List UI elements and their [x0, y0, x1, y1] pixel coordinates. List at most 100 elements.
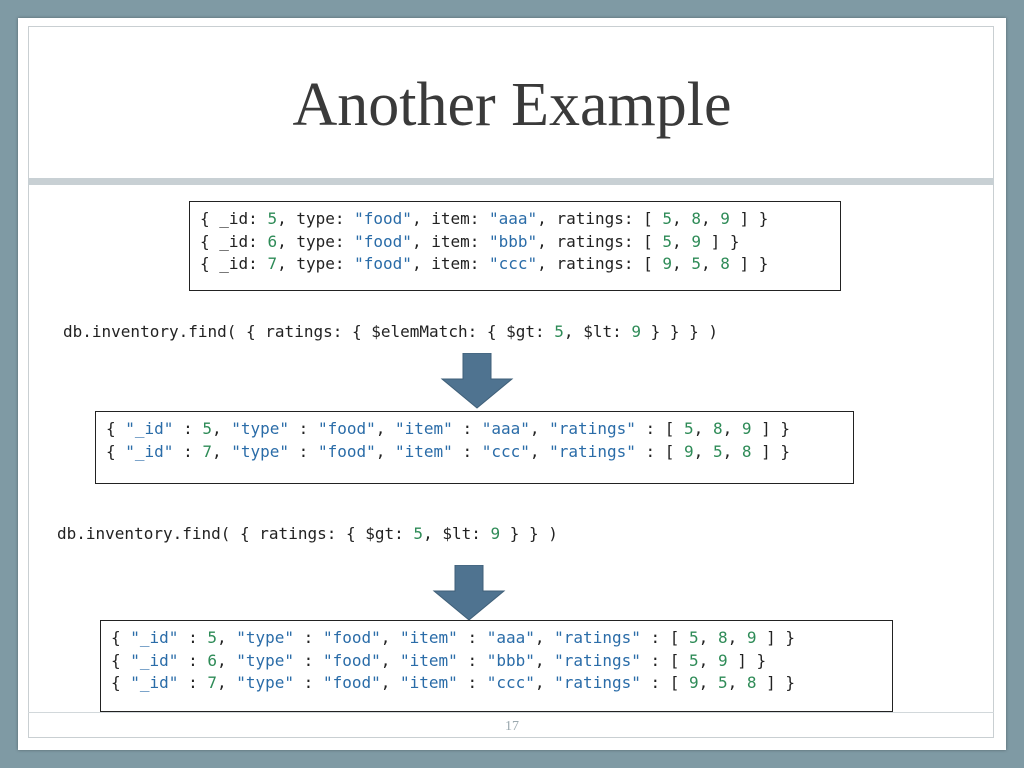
code-text: ] } — [756, 628, 796, 647]
code-text: , — [693, 441, 713, 461]
code-string: "food" — [354, 209, 412, 228]
code-string: "ratings" — [554, 628, 641, 647]
code-text: , — [380, 673, 401, 692]
code-line: { "_id" : 7, "type" : "food", "item" : "… — [111, 672, 882, 695]
code-text: : — [457, 673, 487, 692]
code-text: ] } — [729, 254, 769, 273]
code-text: : — [178, 650, 208, 670]
code-string: "type" — [231, 419, 290, 438]
code-text: } } } ) — [641, 322, 719, 341]
code-text: , — [672, 254, 692, 273]
code-box-documents: { _id: 5, type: "food", item: "aaa", rat… — [189, 201, 841, 291]
code-text: } } ) — [500, 524, 558, 543]
code-string: "item" — [400, 673, 458, 692]
code-number: 9 — [741, 419, 752, 438]
page-number: 17 — [505, 719, 519, 734]
code-text: , ratings: [ — [537, 231, 663, 251]
code-text: , — [380, 650, 401, 670]
code-number: 5 — [691, 254, 701, 273]
code-text: , ratings: [ — [537, 254, 663, 273]
code-text: , — [216, 650, 237, 670]
code-number: 5 — [662, 209, 673, 228]
code-string: "bbb" — [486, 650, 535, 670]
code-string: "item" — [400, 650, 458, 670]
code-text: { — [111, 650, 131, 670]
code-text: , $lt: — [563, 322, 632, 341]
code-number: 5 — [207, 628, 217, 647]
code-string: "item" — [395, 441, 453, 461]
code-text: : [ — [640, 673, 690, 692]
code-number: 6 — [207, 650, 217, 670]
arrow-down-icon — [432, 565, 506, 621]
code-text: , — [529, 419, 550, 438]
code-number: 9 — [490, 524, 501, 543]
code-text: : [ — [635, 441, 685, 461]
code-text: , — [216, 673, 237, 692]
code-number: 8 — [720, 254, 730, 273]
code-text: , — [700, 254, 721, 273]
code-string: "item" — [400, 628, 458, 647]
code-string: "food" — [322, 673, 381, 692]
code-text: , item: — [411, 231, 489, 251]
code-text: : — [452, 419, 482, 438]
code-string: "ratings" — [554, 673, 641, 692]
code-string: "aaa" — [486, 628, 535, 647]
code-text: ] } — [751, 419, 791, 438]
code-number: 5 — [689, 650, 699, 670]
footer-divider — [28, 712, 994, 713]
code-number: 8 — [712, 419, 723, 438]
code-string: "_id" — [130, 650, 179, 670]
code-text: , type: — [277, 209, 355, 228]
code-number: 5 — [717, 673, 728, 692]
code-number: 5 — [554, 322, 564, 341]
code-number: 5 — [202, 419, 212, 438]
code-text: , item: — [411, 209, 489, 228]
slide-border — [28, 26, 994, 738]
code-text: : — [289, 419, 318, 438]
code-number: 5 — [267, 209, 278, 228]
arrow-shape — [432, 565, 506, 621]
arrow-shape — [440, 353, 514, 409]
code-text: , — [700, 209, 721, 228]
code-line: { "_id" : 5, "type" : "food", "item" : "… — [106, 418, 843, 441]
query-elemmatch: db.inventory.find( { ratings: { $elemMat… — [63, 322, 718, 341]
code-text: , type: — [277, 254, 355, 273]
code-number: 9 — [689, 673, 699, 692]
code-number: 5 — [712, 441, 723, 461]
slide-title: Another Example — [292, 71, 732, 139]
code-text: ] } — [729, 209, 769, 228]
code-text: : [ — [635, 419, 685, 438]
code-string: "_id" — [130, 628, 179, 647]
code-line: { _id: 6, type: "food", item: "bbb", rat… — [200, 231, 830, 254]
code-text: : — [173, 441, 203, 461]
code-text: { _id: — [200, 254, 268, 273]
code-text: ] } — [727, 650, 767, 670]
code-string: "type" — [231, 441, 290, 461]
code-string: "food" — [317, 441, 376, 461]
code-text: , — [375, 441, 396, 461]
code-number: 8 — [741, 441, 752, 461]
code-text: , type: — [277, 231, 355, 251]
code-text: , — [727, 628, 747, 647]
code-text: , — [534, 673, 555, 692]
code-text: , — [698, 628, 718, 647]
code-number: 9 — [717, 650, 728, 670]
code-string: "aaa" — [489, 209, 538, 228]
code-number: 7 — [267, 254, 278, 273]
code-number: 5 — [413, 524, 424, 543]
code-string: "ratings" — [554, 650, 641, 670]
code-text: , — [529, 441, 550, 461]
code-line: { "_id" : 5, "type" : "food", "item" : "… — [111, 627, 882, 650]
code-text: , $lt: — [423, 524, 491, 543]
code-text: : — [173, 419, 203, 438]
code-text: , item: — [411, 254, 489, 273]
code-text: db.inventory.find( { ratings: { $gt: — [57, 524, 414, 543]
title-divider — [28, 178, 994, 185]
code-number: 5 — [684, 419, 694, 438]
code-string: "aaa" — [481, 419, 530, 438]
code-text: , — [211, 419, 232, 438]
code-text: ] } — [700, 231, 740, 251]
code-text: : — [294, 650, 323, 670]
code-text: : — [457, 650, 487, 670]
code-text: : — [294, 673, 323, 692]
